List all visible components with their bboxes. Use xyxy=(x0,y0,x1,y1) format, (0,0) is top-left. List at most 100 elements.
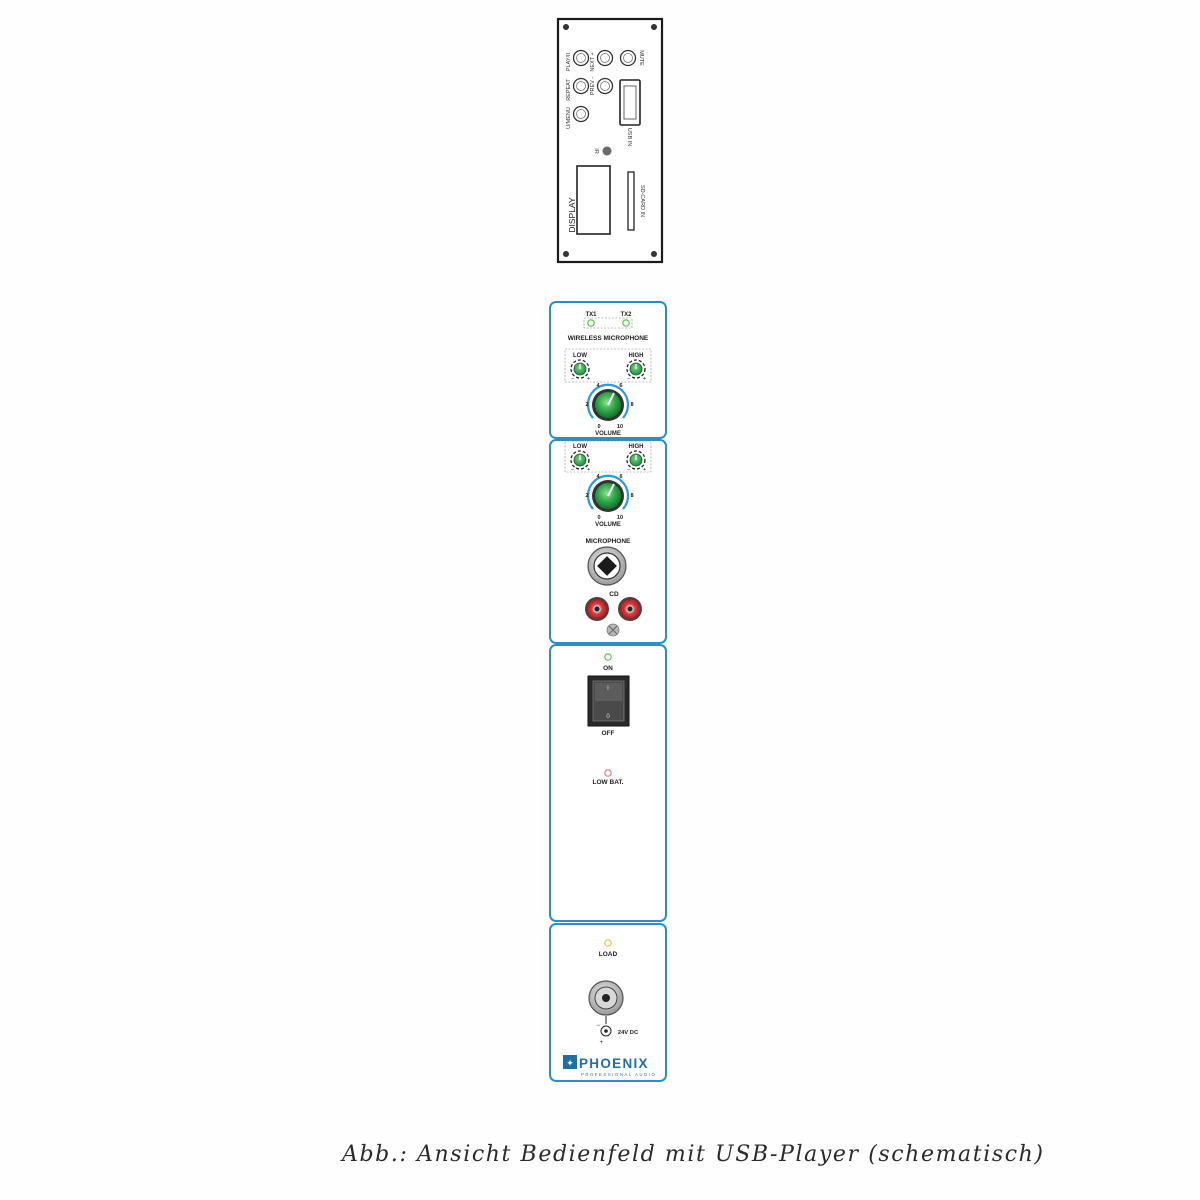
sd-card-label: SD-CARD IN xyxy=(639,185,645,217)
next-label: NEXT + xyxy=(590,52,596,71)
scale-label: 0 xyxy=(597,515,600,521)
scale-label: 0 xyxy=(597,424,600,430)
wireless-volume-knob[interactable] xyxy=(586,383,630,421)
screw-icon xyxy=(651,24,657,30)
screw-icon xyxy=(651,251,657,257)
eq-box xyxy=(564,348,652,383)
high-eq-knob[interactable] xyxy=(626,359,646,379)
cd-right-rca-jack[interactable] xyxy=(618,597,642,621)
repeat-label: REPEAT xyxy=(566,79,572,101)
scale-label: 10 xyxy=(617,515,623,521)
load-label: LOAD xyxy=(599,951,618,958)
scale-label: 10 xyxy=(617,424,623,430)
play-label: PLAY/II xyxy=(566,52,572,71)
power-switch[interactable] xyxy=(587,675,630,727)
play-button[interactable] xyxy=(572,49,590,67)
tx1-led-icon xyxy=(587,319,595,327)
mode-label: U/MENU xyxy=(566,107,572,129)
screw-icon xyxy=(563,24,569,30)
screw-icon xyxy=(606,623,620,637)
usb-in-label: USB IN xyxy=(626,128,632,146)
tx2-led-icon xyxy=(622,319,630,327)
off-label: OFF xyxy=(602,730,615,737)
prev-label: PREV - xyxy=(590,77,596,96)
low-battery-led-icon xyxy=(604,769,612,777)
minus-mark: − xyxy=(571,376,574,382)
figure-caption: Abb.: Ansicht Bedienfeld mit USB-Player … xyxy=(342,1142,1045,1167)
section-frame xyxy=(549,301,667,439)
mic-volume-knob[interactable] xyxy=(586,474,630,512)
switch-on-mark: I xyxy=(607,686,609,692)
high-label: HIGH xyxy=(629,444,644,450)
scale-label: 6 xyxy=(619,383,622,389)
cd-left-rca-jack[interactable] xyxy=(585,597,609,621)
plus-mark: + xyxy=(643,376,646,382)
high-eq-knob[interactable] xyxy=(626,450,646,470)
on-label: ON xyxy=(603,665,613,672)
ir-sensor-icon xyxy=(602,146,612,156)
power-led-icon xyxy=(604,653,612,661)
dc-power-jack[interactable] xyxy=(588,980,624,1016)
tx2-label: TX2 xyxy=(620,312,632,318)
scale-label: 8 xyxy=(630,493,633,499)
screw-icon xyxy=(563,251,569,257)
next-button[interactable] xyxy=(596,49,614,67)
microphone-section: LOW HIGH − + − + 0 2 4 6 8 10 VOLUME MIC… xyxy=(549,439,667,644)
display-window xyxy=(576,165,611,235)
plus-mark: + xyxy=(643,467,646,473)
display-label: DISPLAY xyxy=(567,197,577,233)
power-section: ON I 0 OFF LOW BAT. xyxy=(549,644,667,922)
low-eq-knob[interactable] xyxy=(570,450,590,470)
dc-label: 24V DC xyxy=(618,1030,639,1036)
scale-label: 6 xyxy=(619,474,622,480)
plus-mark: + xyxy=(587,467,590,473)
repeat-button[interactable] xyxy=(572,77,590,95)
low-label: LOW xyxy=(573,353,587,359)
scale-label: 2 xyxy=(585,402,588,408)
microphone-label: MICROPHONE xyxy=(586,538,631,545)
phoenix-logo: ✦ PHOENIX PROFESSIONAL AUDIO xyxy=(563,1055,656,1077)
low-label: LOW xyxy=(573,444,587,450)
logo-mark-glyph: ✦ xyxy=(566,1058,574,1068)
mode-button[interactable] xyxy=(572,105,590,123)
wireless-title: WIRELESS MICROPHONE xyxy=(568,335,649,342)
tx1-label: TX1 xyxy=(585,312,597,318)
svg-text:−: − xyxy=(596,1023,600,1029)
low-bat-label: LOW BAT. xyxy=(593,779,624,786)
dc-polarity-icon: − + xyxy=(596,1016,612,1046)
wireless-microphone-section: TX1 TX2 WIRELESS MICROPHONE LOW HIGH − +… xyxy=(549,301,667,439)
svg-text:+: + xyxy=(599,1040,603,1046)
eq-box xyxy=(564,440,652,473)
scale-label: 2 xyxy=(585,493,588,499)
load-led-icon xyxy=(604,939,612,947)
prev-button[interactable] xyxy=(596,77,614,95)
ir-label: IR xyxy=(593,148,599,154)
low-eq-knob[interactable] xyxy=(570,359,590,379)
scale-label: 4 xyxy=(596,383,600,389)
section-frame xyxy=(549,439,667,644)
high-label: HIGH xyxy=(629,353,644,359)
brand-subline: PROFESSIONAL AUDIO xyxy=(581,1072,656,1077)
scale-label: 8 xyxy=(630,402,633,408)
sd-card-slot[interactable] xyxy=(627,171,635,231)
volume-label: VOLUME xyxy=(595,431,621,437)
charging-section: LOAD − + 24V DC ✦ PHOENIX PROFESSIONAL A… xyxy=(549,923,667,1082)
logo-mark-icon xyxy=(563,1055,577,1069)
usb-player-module: PLAY/II NEXT + MUTE REPEAT PREV - U/MENU… xyxy=(556,17,664,264)
plus-mark: + xyxy=(587,376,590,382)
brand-name: PHOENIX xyxy=(579,1056,649,1071)
minus-mark: − xyxy=(627,467,630,473)
switch-off-mark: 0 xyxy=(606,714,610,720)
tx-indicator-box xyxy=(583,317,633,329)
cd-label: CD xyxy=(609,591,619,598)
minus-mark: − xyxy=(571,467,574,473)
mute-label: MUTE xyxy=(638,50,644,66)
scale-label: 4 xyxy=(596,474,600,480)
mute-button[interactable] xyxy=(619,49,637,67)
microphone-jack[interactable] xyxy=(587,546,627,586)
minus-mark: − xyxy=(627,376,630,382)
section-frame xyxy=(549,644,667,922)
usb-port[interactable] xyxy=(619,79,641,126)
volume-label: VOLUME xyxy=(595,522,621,528)
